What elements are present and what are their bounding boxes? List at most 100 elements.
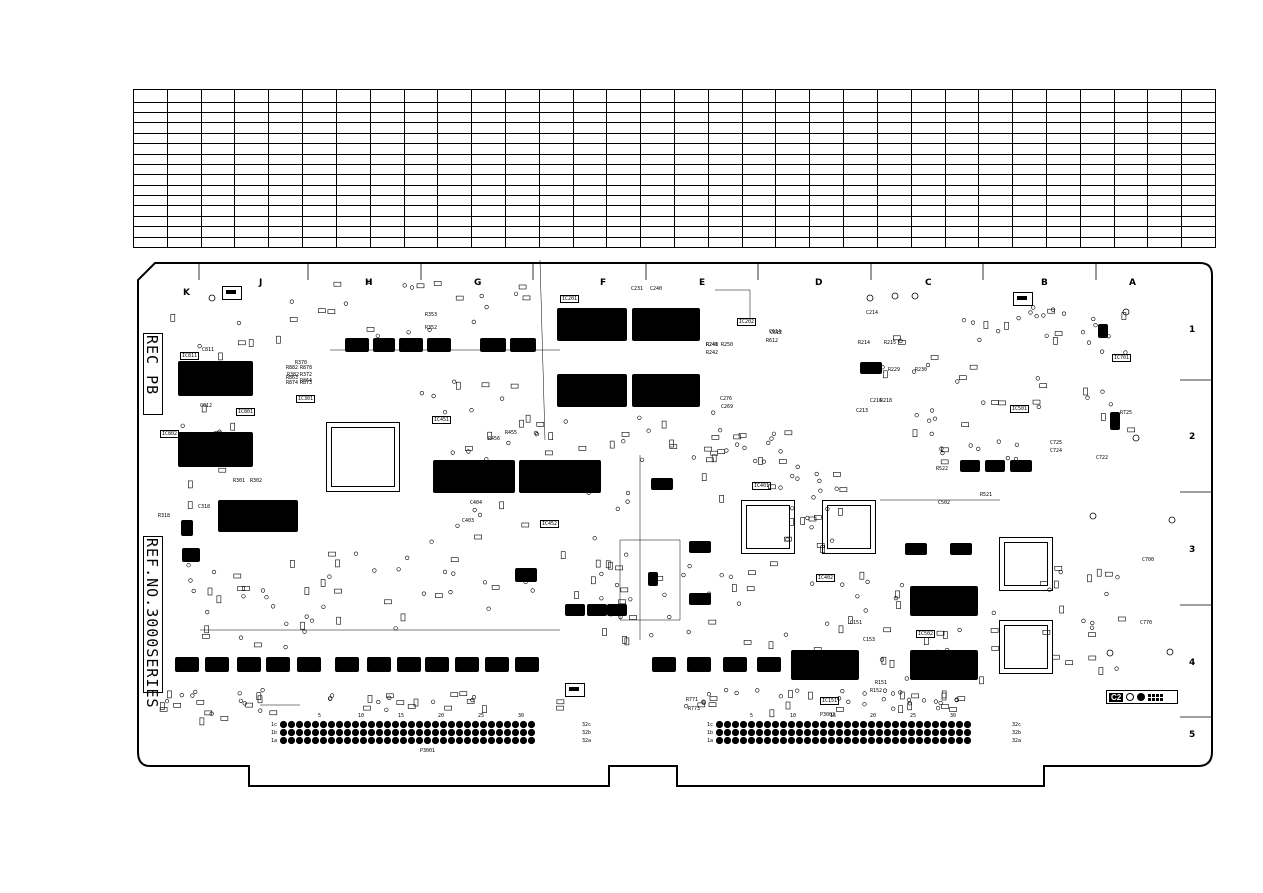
- passive-component: [510, 383, 519, 389]
- connector-pin: [820, 729, 827, 736]
- passive-component: [1040, 580, 1048, 586]
- via-hole: [1005, 456, 1011, 461]
- via-hole: [238, 635, 244, 640]
- connector-pin: [772, 721, 779, 728]
- connector-pin-label: 1a: [271, 738, 278, 744]
- connector-pin: [392, 737, 399, 744]
- reference-designator-label: R370: [295, 360, 308, 366]
- via-hole: [890, 691, 896, 696]
- small-ic-chip: [651, 478, 673, 490]
- connector-pin: [528, 729, 535, 736]
- via-hole: [1036, 404, 1041, 410]
- passive-component: [899, 691, 905, 700]
- dot-icon: [1137, 693, 1146, 701]
- passive-component: [746, 586, 755, 591]
- via-hole: [186, 563, 191, 568]
- footer-code-box: C2: [1106, 690, 1178, 704]
- via-hole: [880, 365, 885, 370]
- connector-pin: [360, 729, 367, 736]
- connector-pin: [344, 737, 351, 744]
- reference-designator-label: C276: [720, 396, 733, 402]
- connector-pin: [956, 737, 963, 744]
- passive-component: [289, 317, 298, 322]
- via-hole: [1047, 587, 1052, 592]
- via-hole: [1085, 395, 1090, 400]
- passive-component: [173, 702, 181, 708]
- via-hole: [482, 580, 488, 585]
- connector-pin: [892, 721, 899, 728]
- via-hole: [1100, 389, 1105, 394]
- reference-designator-label: R372: [300, 372, 313, 378]
- grid-cell: [200, 236, 236, 249]
- connector-pin: [940, 721, 947, 728]
- passive-component: [578, 446, 587, 451]
- via-hole: [996, 439, 1001, 444]
- connector-pin-label: 1a: [707, 738, 714, 744]
- via-hole: [1028, 310, 1033, 315]
- connector-pin: [804, 729, 811, 736]
- passive-component: [1052, 654, 1060, 660]
- connector-pin: [732, 721, 739, 728]
- grid-row: [133, 122, 1216, 134]
- passive-component: [941, 447, 949, 453]
- reference-designator-label: R382: [287, 372, 300, 378]
- connector-pin: [472, 729, 479, 736]
- connector-pin: [948, 721, 955, 728]
- via-hole: [258, 708, 263, 713]
- passive-component: [949, 707, 957, 712]
- small-ic-chip: [181, 520, 193, 536]
- passive-component: [941, 704, 949, 709]
- via-hole: [840, 688, 845, 694]
- passive-component: [367, 695, 373, 703]
- connector-pin: [884, 729, 891, 736]
- connector-pin: [328, 737, 335, 744]
- passive-component: [768, 484, 776, 490]
- passive-component: [522, 295, 531, 301]
- connector-pin: [756, 729, 763, 736]
- via-hole: [264, 595, 269, 600]
- small-ic-chip: [515, 657, 539, 672]
- passive-component: [170, 313, 176, 322]
- connector-pin: [796, 737, 803, 744]
- passive-component: [655, 576, 664, 581]
- via-hole: [190, 693, 195, 698]
- via-hole: [1050, 307, 1056, 312]
- passive-component: [882, 370, 888, 379]
- connector-pin: [916, 737, 923, 744]
- connector-pin: [924, 729, 931, 736]
- via-hole: [840, 582, 845, 587]
- connector-pin: [296, 737, 303, 744]
- small-ic-chip: [1098, 324, 1108, 338]
- passive-component: [705, 457, 714, 463]
- passive-component: [615, 565, 623, 571]
- via-hole: [976, 446, 981, 452]
- passive-component: [574, 591, 579, 599]
- via-hole: [925, 362, 931, 368]
- connector-pin: [868, 737, 875, 744]
- passive-component: [669, 439, 675, 448]
- via-hole: [387, 695, 392, 701]
- connector-pin: [852, 721, 859, 728]
- connector-pin: [280, 729, 287, 736]
- connector-pin: [280, 737, 287, 744]
- connector-pin: [780, 729, 787, 736]
- grid-column-letter: D: [815, 278, 823, 288]
- ic-chip: [178, 432, 253, 467]
- passive-component: [758, 457, 763, 465]
- via-hole: [479, 293, 484, 299]
- passive-component: [327, 309, 336, 314]
- reference-designator-label: R353: [425, 312, 438, 318]
- connector-pin: [788, 737, 795, 744]
- connector-pin: [400, 729, 407, 736]
- via-hole: [724, 448, 729, 453]
- via-hole: [1016, 316, 1021, 321]
- passive-component: [709, 696, 718, 701]
- passive-component: [202, 633, 210, 639]
- connector-pin: [376, 721, 383, 728]
- small-ic-chip: [687, 657, 711, 672]
- connector-pin: [456, 721, 463, 728]
- connector-pin: [312, 729, 319, 736]
- connector-pin: [352, 737, 359, 744]
- grid-row: [133, 143, 1216, 155]
- reference-designator-label: R240: [706, 342, 719, 348]
